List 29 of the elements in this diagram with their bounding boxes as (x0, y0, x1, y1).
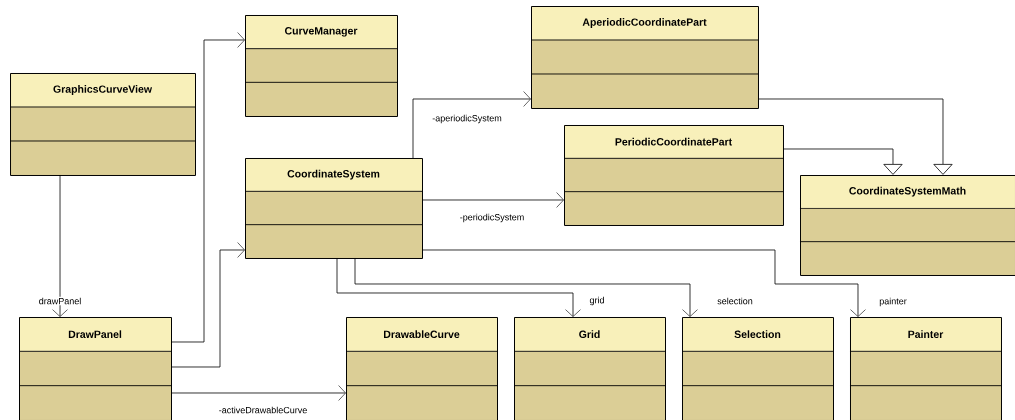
arrow (52, 174, 68, 317)
arrow (421, 249, 866, 317)
class-box: CoordinateSystemMath (799, 175, 1015, 276)
arrow (782, 148, 903, 175)
arrow (757, 98, 953, 175)
arrow (170, 242, 245, 368)
edge-label: drawPanel (37, 296, 83, 306)
class-box: Grid (513, 317, 666, 420)
class-box: GraphicsCurveView (9, 73, 196, 176)
class-box: CoordinateSystem (244, 158, 423, 259)
class-box: Selection (681, 317, 834, 420)
edge-label: -aperiodicSystem (431, 113, 503, 125)
arrow (421, 192, 564, 208)
class-box: AperiodicCoordinatePart (530, 6, 759, 109)
class-box: CurveManager (244, 15, 398, 117)
class-box: Painter (849, 317, 1002, 420)
arrow (412, 91, 531, 159)
edge-label: -periodicSystem (458, 212, 526, 224)
arrow (170, 385, 346, 401)
edge-label: painter (878, 296, 908, 308)
arrow (354, 257, 698, 317)
edge-label: selection (716, 296, 754, 306)
edge-label: grid (588, 295, 606, 307)
class-box: DrawableCurve (345, 317, 498, 420)
edge-label: -activeDrawableCurve (217, 405, 309, 415)
class-box: PeriodicCoordinatePart (563, 125, 784, 226)
arrow (170, 32, 245, 343)
class-box: DrawPanel (18, 317, 172, 420)
arrow (336, 257, 581, 317)
